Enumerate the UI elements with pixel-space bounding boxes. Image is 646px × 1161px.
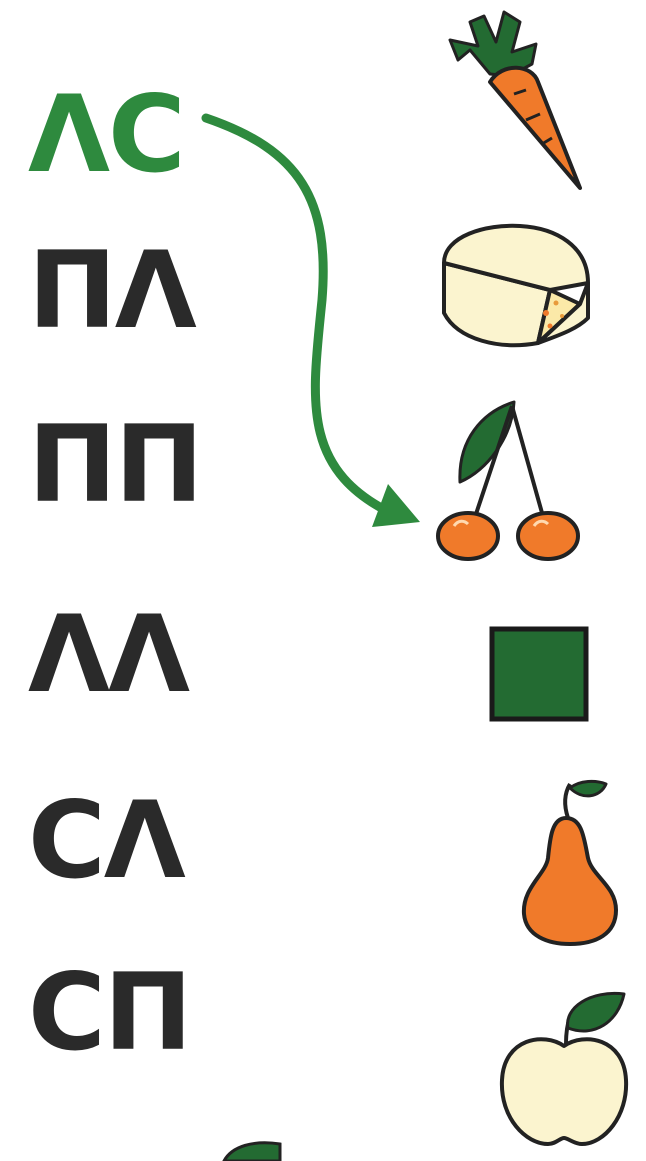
match-arrow-line	[201, 113, 400, 520]
carrot-icon[interactable]	[440, 2, 590, 192]
apple-icon[interactable]	[494, 988, 634, 1150]
word-3[interactable]: ПП	[28, 403, 203, 526]
cheese-icon[interactable]	[438, 218, 598, 358]
partial-leaf-icon	[222, 1141, 282, 1161]
word-2[interactable]: ПΛ	[28, 229, 197, 352]
green-square-icon[interactable]	[488, 625, 590, 723]
word-6[interactable]: СП	[28, 951, 193, 1074]
word-1[interactable]: ΛС	[28, 73, 186, 196]
cherries-icon[interactable]	[432, 398, 592, 563]
pear-icon[interactable]	[516, 778, 622, 948]
word-4[interactable]: ΛΛ	[28, 593, 190, 716]
arrow-head-icon	[372, 484, 420, 527]
word-5[interactable]: СΛ	[28, 779, 186, 902]
